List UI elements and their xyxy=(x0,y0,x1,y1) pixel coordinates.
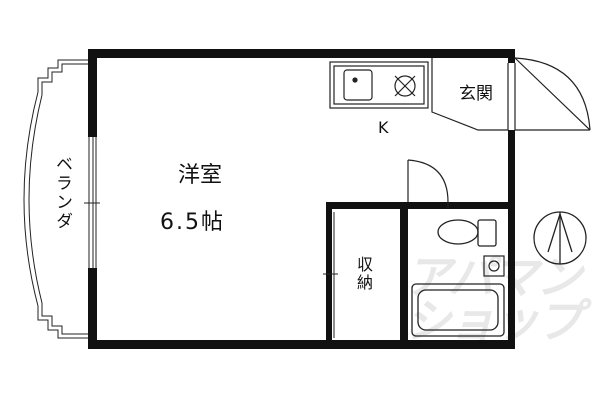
storage-closet xyxy=(323,212,338,338)
sink-basin xyxy=(343,69,373,101)
bath-door-swing xyxy=(407,159,449,208)
storage-top-wall xyxy=(326,202,508,209)
left-wall-lower xyxy=(88,268,97,349)
compass-north-icon xyxy=(533,211,587,265)
storage-left-wall xyxy=(326,202,332,348)
left-wall-upper xyxy=(88,49,97,137)
door-swing-icon xyxy=(514,57,591,131)
veranda-label: ベランダ xyxy=(52,155,72,231)
watermark: アパマン ショップ xyxy=(405,250,583,344)
outer-walls xyxy=(88,49,515,349)
right-wall xyxy=(508,130,515,349)
veranda-outline xyxy=(23,59,88,339)
kitchen-counter xyxy=(329,61,429,109)
storage-label: 収納 xyxy=(354,256,373,292)
top-wall xyxy=(88,49,514,58)
window xyxy=(84,137,100,268)
entrance-area xyxy=(431,58,516,131)
bottom-wall xyxy=(88,340,514,349)
kitchen-label: K xyxy=(378,118,389,137)
toilet-icon xyxy=(437,219,497,247)
room-name: 洋室 xyxy=(178,163,223,188)
watermark-line1: アパマン xyxy=(405,250,582,304)
stove-icon xyxy=(394,75,416,97)
room-size: 6.5帖 xyxy=(160,210,225,235)
bath-wall xyxy=(400,202,408,349)
right-wall-top xyxy=(508,49,515,63)
bathtub-icon xyxy=(411,283,505,337)
entrance-label: 玄関 xyxy=(459,84,493,104)
sink-icon xyxy=(483,255,505,277)
